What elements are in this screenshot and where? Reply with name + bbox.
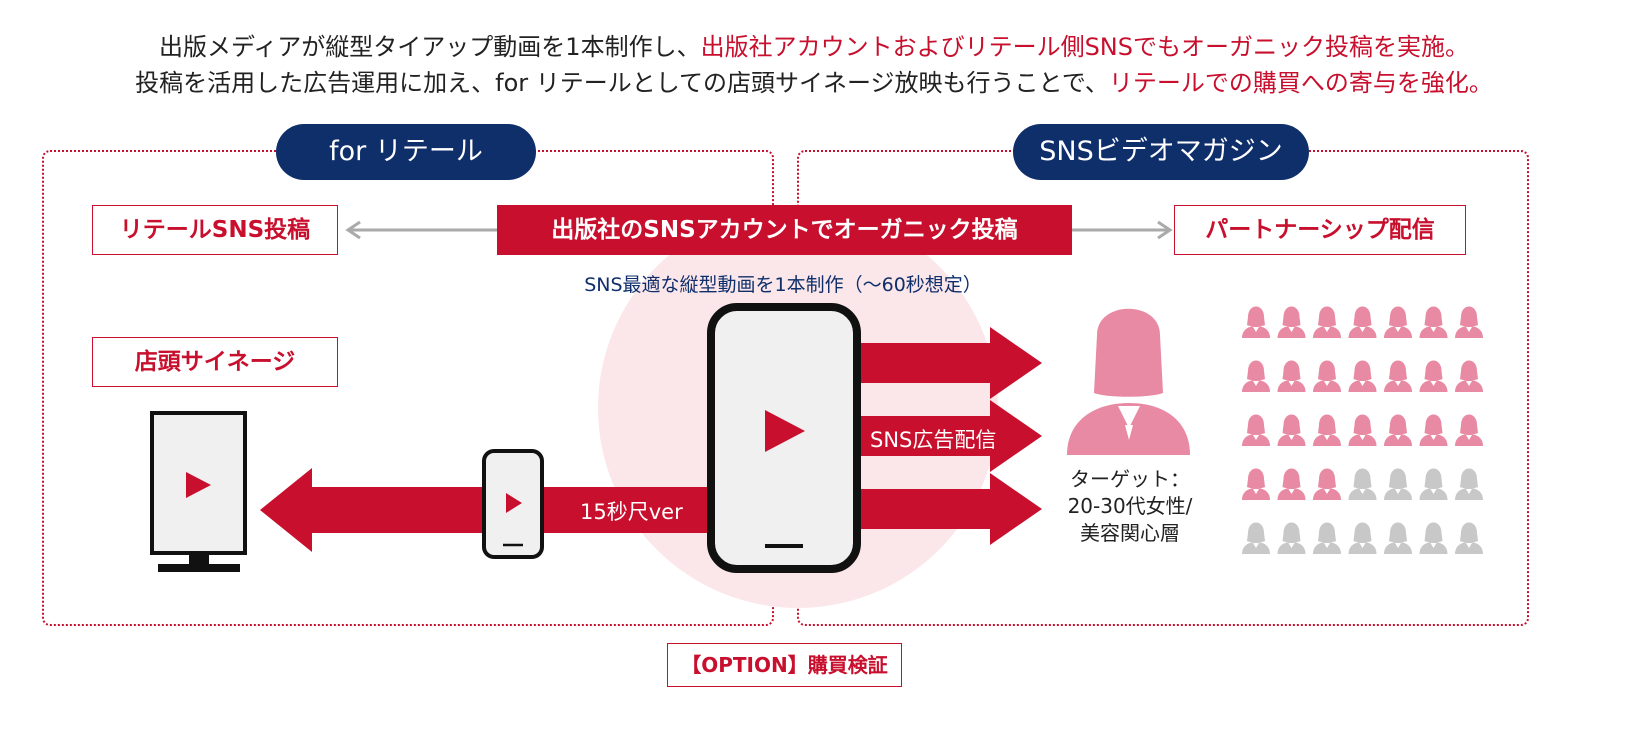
audience-person-icon bbox=[1455, 522, 1483, 554]
headline-line-1-highlight: 出版社アカウントおよびリテール側SNSでもオーガニック投稿を実施。 bbox=[700, 33, 1469, 61]
audience-person-icon bbox=[1277, 414, 1306, 446]
audience-person-icon bbox=[1242, 414, 1270, 446]
audience-person-icon bbox=[1455, 414, 1483, 446]
audience-person-icon bbox=[1348, 306, 1377, 338]
arrow-to-partnership bbox=[1072, 220, 1173, 240]
partnership-label: パートナーシップ配信 bbox=[1174, 205, 1466, 255]
headline-line-2-plain: 投稿を活用した広告運用に加え、for リテールとしての店頭サイネージ放映も行うこ… bbox=[135, 69, 1109, 97]
left-panel-title: for リテール bbox=[276, 124, 536, 180]
audience-person-icon bbox=[1419, 468, 1448, 500]
audience-person-icon bbox=[1419, 306, 1448, 338]
target-line-1: ターゲット： bbox=[1070, 467, 1190, 491]
audience-person-icon bbox=[1348, 468, 1377, 500]
large-phone-icon bbox=[707, 303, 861, 573]
audience-person-icon bbox=[1277, 468, 1306, 500]
audience-person-icon bbox=[1277, 360, 1306, 392]
option-label: 【OPTION】購買検証 bbox=[667, 643, 902, 687]
audience-person-icon bbox=[1348, 522, 1377, 554]
production-note: SNS最適な縦型動画を1本制作（～60秒想定） bbox=[584, 274, 982, 296]
audience-person-icon bbox=[1348, 414, 1377, 446]
audience-person-icon bbox=[1242, 306, 1270, 338]
headline-line-2-highlight: リテールでの購買への寄与を強化。 bbox=[1108, 69, 1493, 97]
audience-person-icon bbox=[1348, 360, 1377, 392]
audience-person-icon bbox=[1277, 306, 1306, 338]
arrow-right-bottom bbox=[850, 473, 1042, 545]
audience-person-icon bbox=[1242, 522, 1270, 554]
signage-label: 店頭サイネージ bbox=[92, 337, 338, 387]
audience-person-icon bbox=[1384, 468, 1412, 500]
arrow-to-retail-sns bbox=[345, 220, 497, 240]
audience-person-icon bbox=[1455, 468, 1483, 500]
audience-person-icon bbox=[1384, 414, 1412, 446]
arrow-right-top bbox=[850, 327, 1042, 399]
audience-person-icon bbox=[1455, 360, 1483, 392]
audience-person-icon bbox=[1313, 468, 1341, 500]
audience-person-icon bbox=[1419, 522, 1448, 554]
small-phone-icon bbox=[482, 449, 544, 559]
audience-person-icon bbox=[1313, 522, 1341, 554]
ad-delivery-label: SNS広告配信 bbox=[870, 428, 997, 452]
right-panel-title: SNSビデオマガジン bbox=[1013, 124, 1309, 180]
audience-person-icon bbox=[1313, 414, 1341, 446]
audience-person-icon bbox=[1242, 360, 1270, 392]
arrow-right-middle bbox=[850, 400, 1042, 472]
audience-person-icon bbox=[1277, 522, 1306, 554]
audience-person-icon bbox=[1419, 414, 1448, 446]
headline-line-2: 投稿を活用した広告運用に加え、for リテールとしての店頭サイネージ放映も行うこ… bbox=[0, 66, 1628, 100]
signage-display-icon bbox=[150, 411, 247, 572]
audience-grid bbox=[1242, 306, 1483, 554]
audience-person-icon bbox=[1313, 306, 1341, 338]
short-version-label: 15秒尺ver bbox=[580, 500, 683, 524]
headline-line-1-plain: 出版メディアが縦型タイアップ動画を1本制作し、 bbox=[158, 33, 701, 61]
target-person-icon bbox=[1067, 308, 1190, 455]
headline-line-1: 出版メディアが縦型タイアップ動画を1本制作し、出版社アカウントおよびリテール側S… bbox=[0, 30, 1628, 64]
audience-person-icon bbox=[1384, 306, 1412, 338]
audience-person-icon bbox=[1419, 360, 1448, 392]
audience-person-icon bbox=[1384, 522, 1412, 554]
audience-person-icon bbox=[1455, 306, 1483, 338]
audience-person-icon bbox=[1242, 468, 1270, 500]
target-description: ターゲット： 20-30代女性/ 美容関心層 bbox=[1050, 466, 1210, 547]
organic-post-label: 出版社のSNSアカウントでオーガニック投稿 bbox=[497, 205, 1072, 255]
retail-sns-label: リテールSNS投稿 bbox=[92, 205, 338, 255]
target-line-2: 20-30代女性/ bbox=[1067, 494, 1193, 518]
audience-person-icon bbox=[1384, 360, 1412, 392]
audience-person-icon bbox=[1313, 360, 1341, 392]
target-line-3: 美容関心層 bbox=[1080, 521, 1180, 545]
